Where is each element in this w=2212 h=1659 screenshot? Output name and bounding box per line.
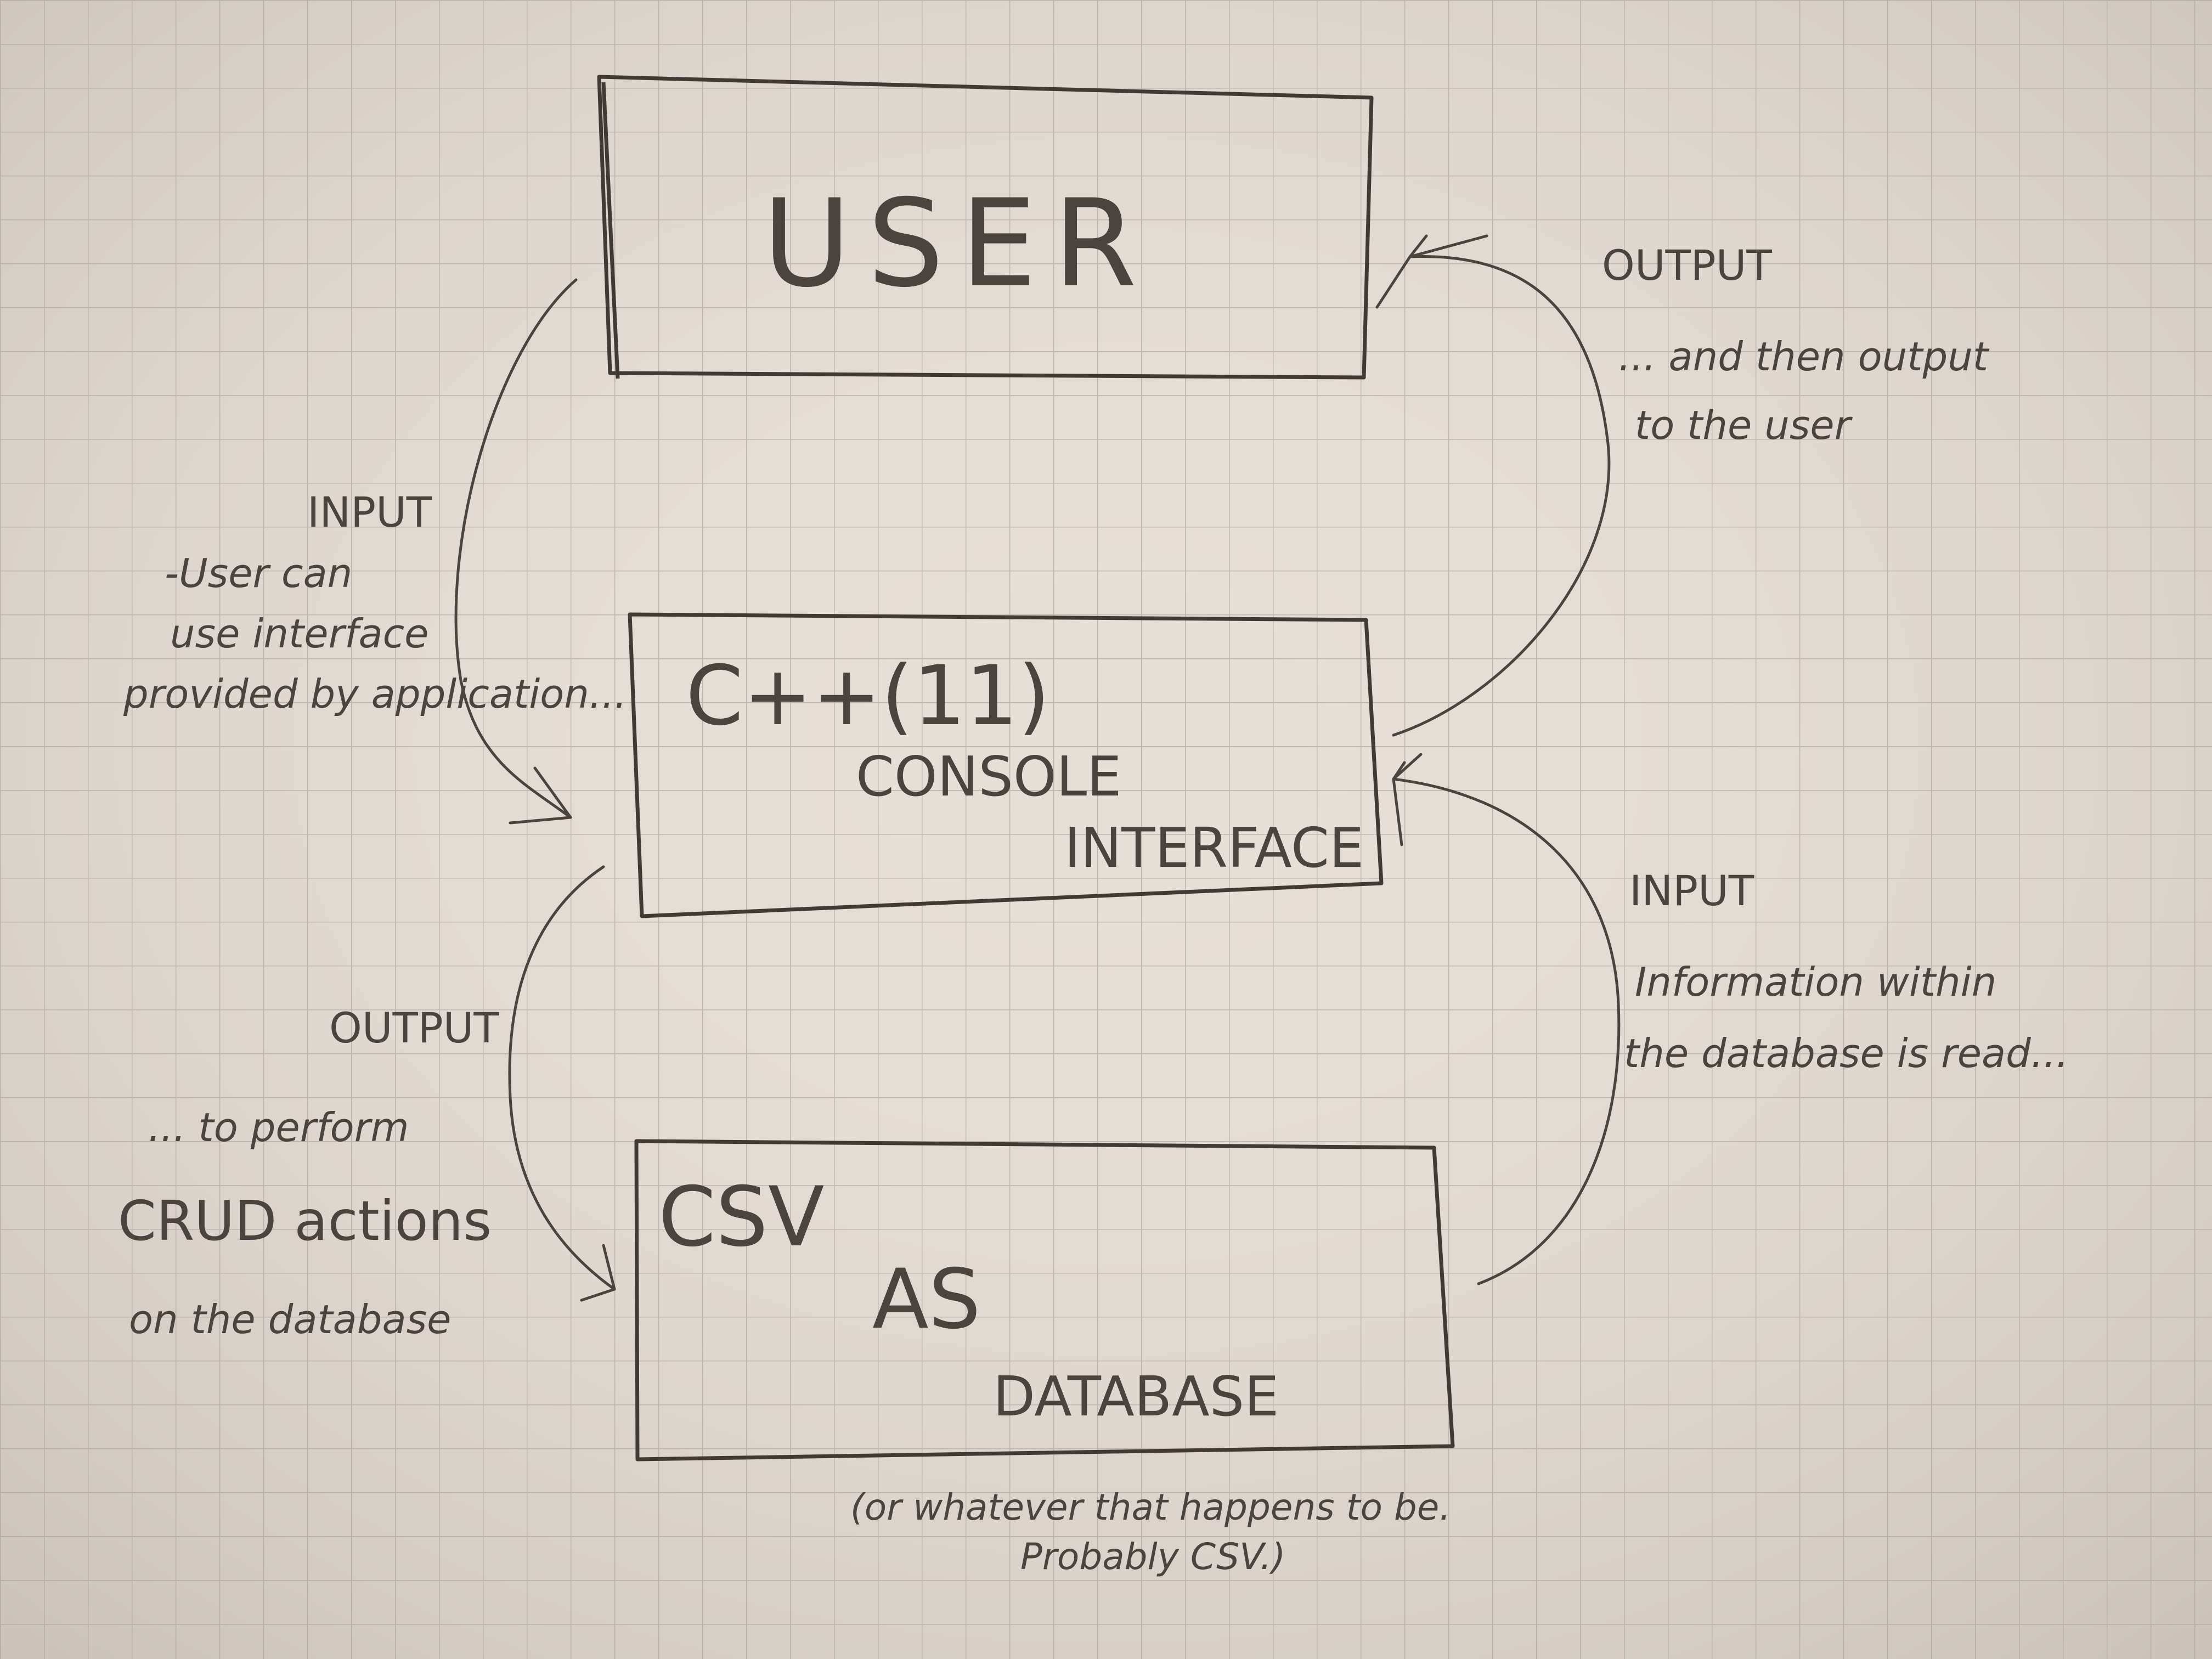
input-bottom-line1: Information within xyxy=(1635,959,1996,1005)
output-bottom-line2: CRUD actions xyxy=(118,1189,492,1253)
input-top-label: INPUT xyxy=(307,488,432,537)
output-bottom-label: OUTPUT xyxy=(329,1003,499,1052)
annotation-output-top: OUTPUT ... and then output to the user xyxy=(1602,241,1990,448)
user-box: USER xyxy=(597,75,1374,380)
input-bottom-line2: the database is read... xyxy=(1624,1030,2069,1076)
annotation-output-bottom: OUTPUT ... to perform CRUD actions on th… xyxy=(118,1003,499,1342)
user-box-title: USER xyxy=(763,173,1154,314)
database-box-line2: AS xyxy=(872,1252,981,1347)
input-top-line1: -User can xyxy=(165,550,352,596)
console-box-line3: INTERFACE xyxy=(1064,816,1364,880)
arrow-console-to-user xyxy=(1375,234,1611,737)
input-top-line3: provided by application... xyxy=(123,671,627,717)
arrow-database-to-console xyxy=(1392,753,1621,1285)
annotation-input-top: INPUT -User can use interface provided b… xyxy=(123,488,627,717)
db-note-line2: Probably CSV.) xyxy=(1020,1536,1285,1578)
db-note-line1: (or whatever that happens to be. xyxy=(850,1486,1451,1528)
arrow-user-to-console xyxy=(454,278,578,825)
console-interface-box: C++(11) CONSOLE INTERFACE xyxy=(628,612,1384,918)
output-bottom-line3: on the database xyxy=(129,1296,451,1342)
console-box-line2: CONSOLE xyxy=(856,744,1121,809)
output-top-line2: to the user xyxy=(1635,402,1853,448)
output-bottom-line1: ... to perform xyxy=(148,1104,409,1150)
annotation-database-note: (or whatever that happens to be. Probabl… xyxy=(850,1486,1451,1578)
database-box-line3: DATABASE xyxy=(993,1364,1279,1429)
input-bottom-label: INPUT xyxy=(1629,866,1754,915)
input-top-line2: use interface xyxy=(170,611,428,657)
console-box-line1: C++(11) xyxy=(686,648,1050,744)
database-box: CSV AS DATABASE xyxy=(634,1139,1455,1462)
database-box-line1: CSV xyxy=(658,1170,825,1265)
annotation-input-bottom: INPUT Information within the database is… xyxy=(1624,866,2069,1076)
output-top-label: OUTPUT xyxy=(1602,241,1772,290)
arrow-console-to-database xyxy=(508,865,616,1302)
output-top-line1: ... and then output xyxy=(1618,334,1990,380)
